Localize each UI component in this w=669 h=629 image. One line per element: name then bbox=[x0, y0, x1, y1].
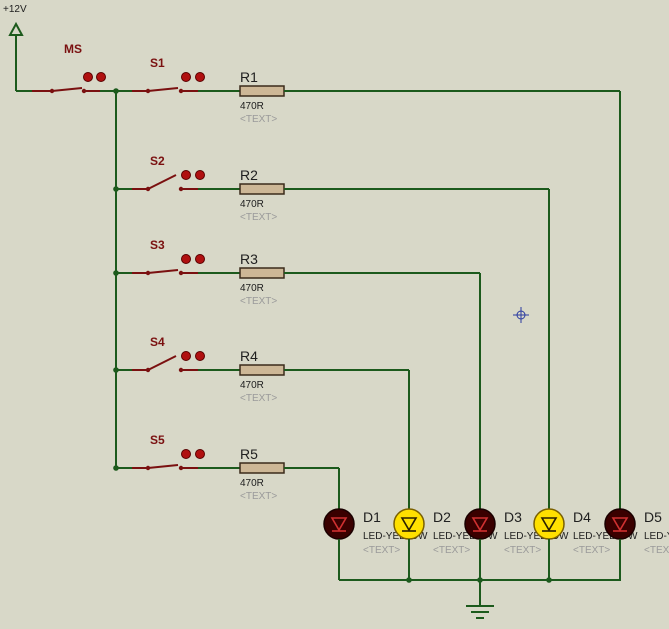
resistor-body bbox=[239, 462, 285, 474]
switch-toggle-icon[interactable] bbox=[181, 72, 191, 82]
switch-toggle-icon[interactable] bbox=[83, 72, 93, 82]
resistor-text: <TEXT> bbox=[240, 212, 277, 223]
switch-toggle-icon[interactable] bbox=[181, 254, 191, 264]
switch-s4[interactable]: S4 bbox=[132, 335, 205, 373]
main-switch-label: MS bbox=[64, 42, 82, 56]
ground-icon[interactable] bbox=[466, 605, 494, 619]
resistor-body bbox=[239, 85, 285, 97]
led-ref: D3 bbox=[504, 509, 522, 525]
resistor-text: <TEXT> bbox=[240, 491, 277, 502]
switch-label: S4 bbox=[150, 335, 165, 349]
switch-toggle-icon[interactable] bbox=[195, 351, 205, 361]
diode-icon bbox=[540, 517, 558, 532]
led-body bbox=[323, 508, 355, 540]
led-part: LED-YELLOW bbox=[644, 531, 669, 542]
power-label: +12V bbox=[3, 4, 27, 15]
switch-label: S1 bbox=[150, 56, 165, 70]
switch-toggle-icon[interactable] bbox=[181, 170, 191, 180]
main-switch[interactable]: MS bbox=[32, 42, 106, 94]
led-part: LED-YELLOW bbox=[573, 531, 638, 542]
resistor-ref: R1 bbox=[240, 69, 258, 85]
resistor-ref: R4 bbox=[240, 348, 258, 364]
resistor-r2[interactable]: R2 470R <TEXT> bbox=[239, 167, 285, 223]
resistor-ref: R2 bbox=[240, 167, 258, 183]
diode-icon bbox=[400, 517, 418, 532]
led-ref: D1 bbox=[363, 509, 381, 525]
led-text: <TEXT> bbox=[573, 545, 610, 556]
switch-toggle-icon[interactable] bbox=[181, 351, 191, 361]
switch-toggle-icon[interactable] bbox=[195, 170, 205, 180]
switch-s2[interactable]: S2 bbox=[132, 154, 205, 192]
led-ref: D4 bbox=[573, 509, 591, 525]
resistor-ref: R3 bbox=[240, 251, 258, 267]
resistor-body bbox=[239, 364, 285, 376]
resistor-value: 470R bbox=[240, 283, 264, 294]
crosshair-cursor-icon bbox=[513, 307, 529, 323]
switch-blade bbox=[147, 355, 177, 371]
resistor-value: 470R bbox=[240, 199, 264, 210]
switch-blade bbox=[147, 174, 177, 190]
resistor-r4[interactable]: R4 470R <TEXT> bbox=[239, 348, 285, 404]
led-text: <TEXT> bbox=[644, 545, 669, 556]
switch-s5[interactable]: S5 bbox=[132, 433, 205, 471]
resistor-value: 470R bbox=[240, 380, 264, 391]
resistor-ref: R5 bbox=[240, 446, 258, 462]
led-body bbox=[464, 508, 496, 540]
diode-icon bbox=[611, 517, 629, 532]
led-part: LED-YELLOW bbox=[363, 531, 428, 542]
resistor-text: <TEXT> bbox=[240, 296, 277, 307]
led-text: <TEXT> bbox=[433, 545, 470, 556]
led-part: LED-YELLOW bbox=[504, 531, 569, 542]
switch-label: S2 bbox=[150, 154, 165, 168]
led-body bbox=[604, 508, 636, 540]
resistor-text: <TEXT> bbox=[240, 114, 277, 125]
switch-toggle-icon[interactable] bbox=[181, 449, 191, 459]
led-ref: D2 bbox=[433, 509, 451, 525]
led-text: <TEXT> bbox=[363, 545, 400, 556]
diode-icon bbox=[330, 517, 348, 532]
switch-s3[interactable]: S3 bbox=[132, 238, 205, 276]
switch-blade bbox=[147, 464, 179, 469]
led-ref: D5 bbox=[644, 509, 662, 525]
led-part: LED-YELLOW bbox=[433, 531, 498, 542]
switch-toggle-icon[interactable] bbox=[96, 72, 106, 82]
resistor-text: <TEXT> bbox=[240, 393, 277, 404]
switch-label: S5 bbox=[150, 433, 165, 447]
switch-blade bbox=[147, 269, 179, 274]
switch-blade bbox=[51, 87, 83, 92]
switch-toggle-icon[interactable] bbox=[195, 254, 205, 264]
resistor-r3[interactable]: R3 470R <TEXT> bbox=[239, 251, 285, 307]
resistor-r1[interactable]: R1 470R <TEXT> bbox=[239, 69, 285, 125]
led-text: <TEXT> bbox=[504, 545, 541, 556]
resistor-body bbox=[239, 183, 285, 195]
switch-toggle-icon[interactable] bbox=[195, 449, 205, 459]
power-terminal[interactable]: +12V bbox=[3, 4, 32, 92]
led-body bbox=[393, 508, 425, 540]
switch-s1[interactable]: S1 bbox=[132, 56, 205, 94]
resistor-value: 470R bbox=[240, 478, 264, 489]
led-body bbox=[533, 508, 565, 540]
resistor-value: 470R bbox=[240, 101, 264, 112]
resistor-body bbox=[239, 267, 285, 279]
diode-icon bbox=[471, 517, 489, 532]
switch-toggle-icon[interactable] bbox=[195, 72, 205, 82]
switch-label: S3 bbox=[150, 238, 165, 252]
switch-blade bbox=[147, 87, 179, 92]
resistor-r5[interactable]: R5 470R <TEXT> bbox=[239, 446, 285, 502]
power-arrow-icon bbox=[8, 21, 24, 36]
